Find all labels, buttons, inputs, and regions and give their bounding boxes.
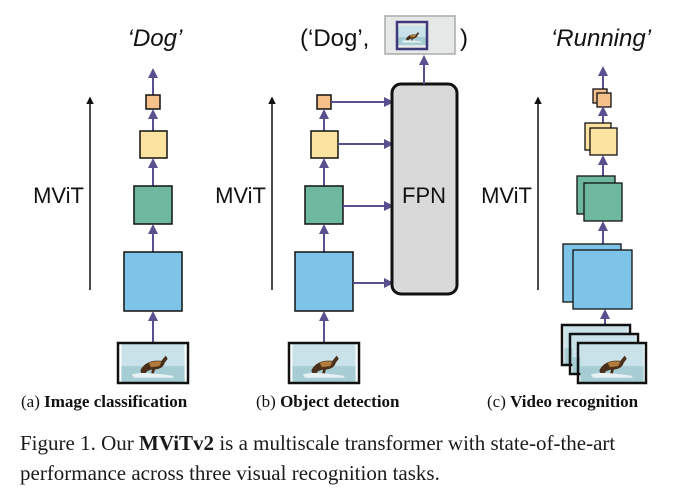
stage-3-block-stack (584, 122, 618, 156)
subcaption-b-prefix: (b) (256, 392, 276, 411)
stage-3-block (139, 130, 168, 159)
input-image-dog (116, 341, 190, 385)
caption-model-name: MViTv2 (139, 431, 215, 455)
caption-text: is a multiscale transformer with state-o… (20, 431, 616, 485)
stage-1-block (123, 251, 183, 312)
stage-4-block (145, 94, 161, 110)
mvit-axis-label: MViT (215, 183, 266, 208)
stage-3-block (310, 130, 339, 159)
mvit-axis-label: MViT (33, 183, 84, 208)
input-video-frames (560, 323, 648, 385)
subcaption-a-prefix: (a) (21, 392, 40, 411)
fpn-label: FPN (402, 183, 446, 208)
stage-2-block-stack (576, 175, 623, 222)
panel-object-detection: (‘Dog’, ) MViT FPN (215, 15, 468, 385)
stage-2-block (304, 185, 344, 225)
subcaption-c-title: Video recognition (510, 392, 639, 411)
output-label-close: ) (460, 25, 468, 52)
figure-caption: Figure 1. Our MViTv2 is a multiscale tra… (20, 428, 665, 488)
output-label-dog-open: (‘Dog’, (300, 25, 369, 52)
subcaption-a-title: Image classification (44, 392, 188, 411)
subcaption-c-prefix: (c) (487, 392, 506, 411)
stage-1-block (294, 251, 354, 312)
output-label-dog: ‘Dog’ (128, 25, 183, 52)
stage-1-block-stack (562, 243, 633, 310)
output-label-running: ‘Running’ (551, 25, 652, 52)
caption-prefix: Figure 1. Our (20, 431, 139, 455)
subcaption-a: (a) Image classification (21, 392, 187, 412)
subcaption-b: (b) Object detection (256, 392, 400, 412)
detected-dog-box (395, 20, 429, 51)
panel-video-recognition: ‘Running’ MViT (481, 25, 652, 385)
stage-2-block (133, 185, 173, 225)
subcaption-c: (c) Video recognition (487, 392, 638, 412)
stage-4-block-stack (592, 88, 612, 108)
subcaption-b-title: Object detection (280, 392, 400, 411)
mvitv2-figure: ‘Dog’ MViT (‘Dog’, ) MViT (33, 15, 652, 385)
panel-image-classification: ‘Dog’ MViT (33, 25, 190, 385)
input-image-dog (287, 341, 361, 385)
stage-4-block (316, 94, 332, 110)
mvit-axis-label: MViT (481, 183, 532, 208)
